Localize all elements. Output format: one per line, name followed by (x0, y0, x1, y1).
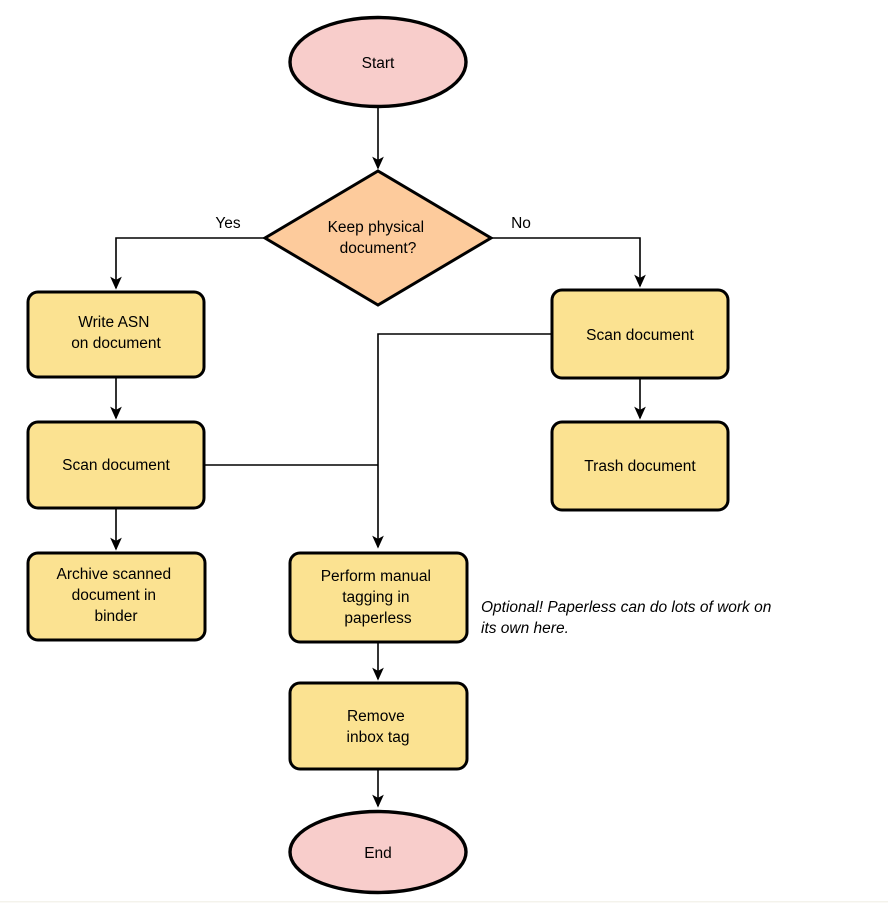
node-end (288, 809, 468, 895)
remove-line-1: Remove (347, 708, 405, 725)
node-write-asn (26, 290, 206, 379)
node-scan-document-left-label: Scan document (62, 457, 170, 474)
node-manual-tagging-label: Perform manual tagging in paperless (321, 568, 436, 627)
archive-line-2: document in (72, 587, 156, 604)
tagging-line-1: Perform manual (321, 568, 431, 585)
edge-label-no: No (511, 215, 531, 232)
node-decision-label: Keep physical document? (328, 219, 429, 257)
write-asn-line-2: on document (71, 335, 161, 352)
annotation-line-1: Optional! Paperless can do lots of work … (481, 599, 771, 616)
decision-line-2: document? (340, 240, 417, 257)
node-write-asn-label: Write ASN on document (71, 314, 161, 352)
node-trash-document-label: Trash document (584, 458, 696, 475)
annotation-line-2: its own here. (481, 620, 569, 637)
edge-scan-right-to-tagging (372, 333, 552, 549)
node-decision-keep-physical (262, 169, 494, 307)
node-remove-inbox-tag (288, 681, 469, 771)
node-start (288, 15, 468, 109)
node-end-label: End (364, 845, 392, 862)
node-remove-inbox-tag-label: Remove inbox tag (347, 708, 410, 746)
tagging-line-3: paperless (344, 610, 411, 627)
tagging-line-2: tagging in (342, 589, 409, 606)
decision-line-1: Keep physical (328, 219, 425, 236)
write-asn-line-1: Write ASN (78, 314, 149, 331)
archive-line-1: Archive scanned (57, 566, 172, 583)
node-manual-tagging (288, 551, 469, 644)
annotation-optional-note: Optional! Paperless can do lots of work … (481, 599, 776, 637)
node-scan-document-left (26, 420, 206, 510)
remove-line-2: inbox tag (347, 729, 410, 746)
node-archive-binder-label: Archive scanned document in binder (57, 566, 176, 625)
archive-line-3: binder (94, 608, 137, 625)
page-bottom-divider (0, 901, 888, 903)
edge-decision-yes-to-write-asn (110, 237, 265, 290)
edge-label-yes: Yes (215, 215, 241, 232)
node-scan-document-right-label: Scan document (586, 327, 694, 344)
node-trash-document (550, 420, 730, 512)
node-start-label: Start (362, 55, 395, 72)
node-scan-document-right (550, 288, 730, 380)
node-archive-binder (26, 551, 207, 642)
edge-decision-no-to-scan-right (491, 237, 646, 288)
